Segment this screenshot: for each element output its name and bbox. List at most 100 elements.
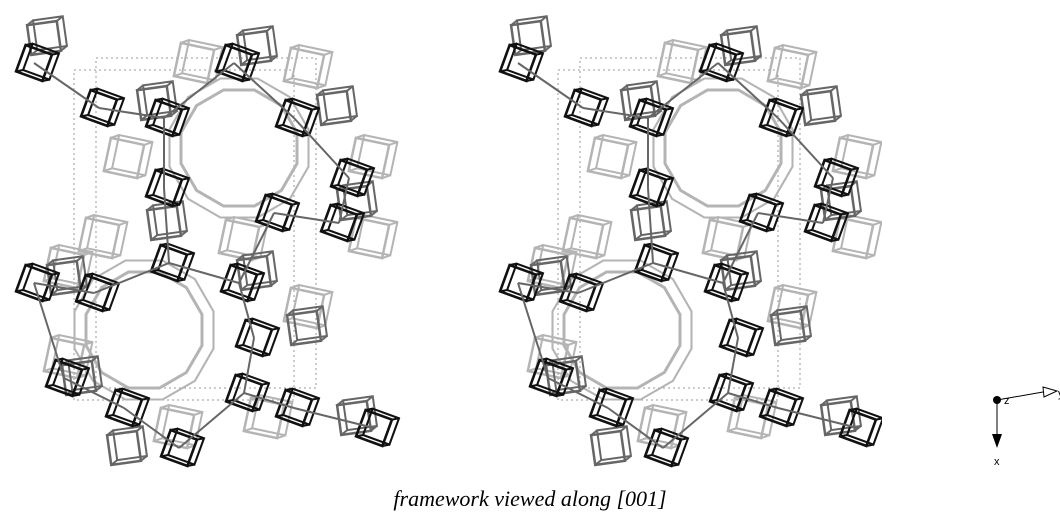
cage-strut: [256, 272, 265, 276]
cage-strut: [719, 372, 727, 377]
cage-strut: [141, 397, 150, 401]
cage: [838, 407, 882, 448]
cage-strut: [347, 238, 355, 242]
cage-strut: [225, 42, 233, 47]
cage-strut: [499, 288, 508, 293]
cage-outer: [217, 218, 261, 262]
cage-strut: [840, 212, 849, 216]
cage-outer: [354, 408, 394, 448]
cage-strut: [51, 52, 60, 56]
cage: [14, 42, 61, 83]
cage-inner: [774, 283, 818, 327]
cage-strut: [564, 285, 572, 292]
framework-bond: [647, 187, 654, 264]
cage-strut: [365, 407, 373, 412]
cage-strut: [637, 437, 647, 443]
cage-strut: [634, 234, 642, 241]
cage-inner: [221, 42, 261, 81]
cage-inner: [709, 215, 753, 259]
cage-outer: [636, 406, 680, 450]
cage-inner: [111, 425, 149, 462]
cage-strut: [370, 425, 378, 432]
framework-bond: [582, 107, 649, 119]
cage-inner: [151, 97, 191, 136]
cage: [214, 42, 261, 83]
cage-strut: [839, 433, 848, 438]
cage-strut: [316, 84, 326, 90]
cage-inner: [775, 305, 813, 342]
cage-strut: [872, 221, 882, 226]
cage: [14, 262, 61, 303]
framework-view-left: [14, 15, 401, 468]
cage-strut: [172, 203, 180, 207]
cage-strut: [709, 42, 717, 47]
cage: [77, 213, 129, 260]
cage-strut: [251, 52, 260, 56]
cage-strut: [569, 214, 579, 219]
cage-outer: [561, 216, 605, 260]
cage-strut: [170, 110, 178, 117]
cage-outer: [282, 46, 326, 90]
cage-strut: [650, 80, 658, 87]
cage-outer: [769, 309, 807, 347]
cage-strut: [800, 89, 808, 97]
cage-outer: [104, 388, 144, 428]
cage: [589, 425, 633, 467]
cage-outer: [758, 98, 798, 138]
cage: [104, 387, 151, 428]
cage-strut: [78, 247, 88, 253]
cage-strut: [355, 134, 365, 139]
cage-strut: [664, 230, 672, 237]
cage-strut: [166, 80, 174, 87]
cage: [172, 38, 224, 85]
cage-strut: [186, 252, 195, 256]
cage-strut: [774, 339, 782, 346]
cage-outer: [145, 204, 183, 242]
cage-strut: [616, 423, 624, 427]
cage-strut: [330, 183, 339, 188]
cage-strut: [670, 252, 679, 256]
cage-strut: [854, 210, 862, 217]
cage-strut: [527, 367, 537, 373]
cage-strut: [181, 107, 190, 111]
cage-strut: [240, 284, 248, 291]
cage-outer: [766, 286, 810, 330]
cage-inner: [85, 213, 129, 257]
channel-lower: [84, 270, 204, 390]
cage-strut: [795, 397, 804, 401]
unit-cell-back: [579, 57, 801, 389]
cage-strut: [534, 244, 544, 249]
cage-outer: [14, 263, 54, 303]
cage-strut: [83, 341, 93, 346]
cage-strut: [25, 42, 33, 47]
cage-strut: [657, 72, 667, 78]
cage-outer: [79, 88, 119, 128]
cage: [766, 43, 818, 90]
cage-strut: [526, 298, 534, 302]
cage-strut: [724, 284, 732, 291]
cage-outer: [628, 98, 668, 138]
cage-strut: [759, 413, 768, 418]
cage-strut: [26, 19, 34, 27]
cage-strut: [574, 87, 582, 92]
cage-strut: [261, 382, 270, 386]
cage-strut: [155, 97, 163, 102]
cage-strut: [247, 298, 255, 302]
cage-strut: [709, 216, 719, 221]
cage-inner: [644, 403, 688, 447]
cage-outer: [282, 286, 326, 330]
cage-inner: [825, 395, 863, 432]
cage-strut: [275, 413, 284, 418]
cage-strut: [800, 84, 810, 90]
cage: [758, 97, 805, 138]
cage-inner: [111, 387, 151, 426]
cage-inner: [51, 357, 91, 396]
cage-strut: [775, 202, 784, 206]
cage-strut: [599, 387, 607, 392]
framework-bond: [517, 282, 579, 294]
cage-strut: [348, 167, 358, 173]
y-axis-label: y: [1058, 388, 1060, 400]
cage-strut: [620, 84, 628, 92]
cage-strut: [143, 141, 153, 146]
cage-strut: [242, 78, 250, 82]
